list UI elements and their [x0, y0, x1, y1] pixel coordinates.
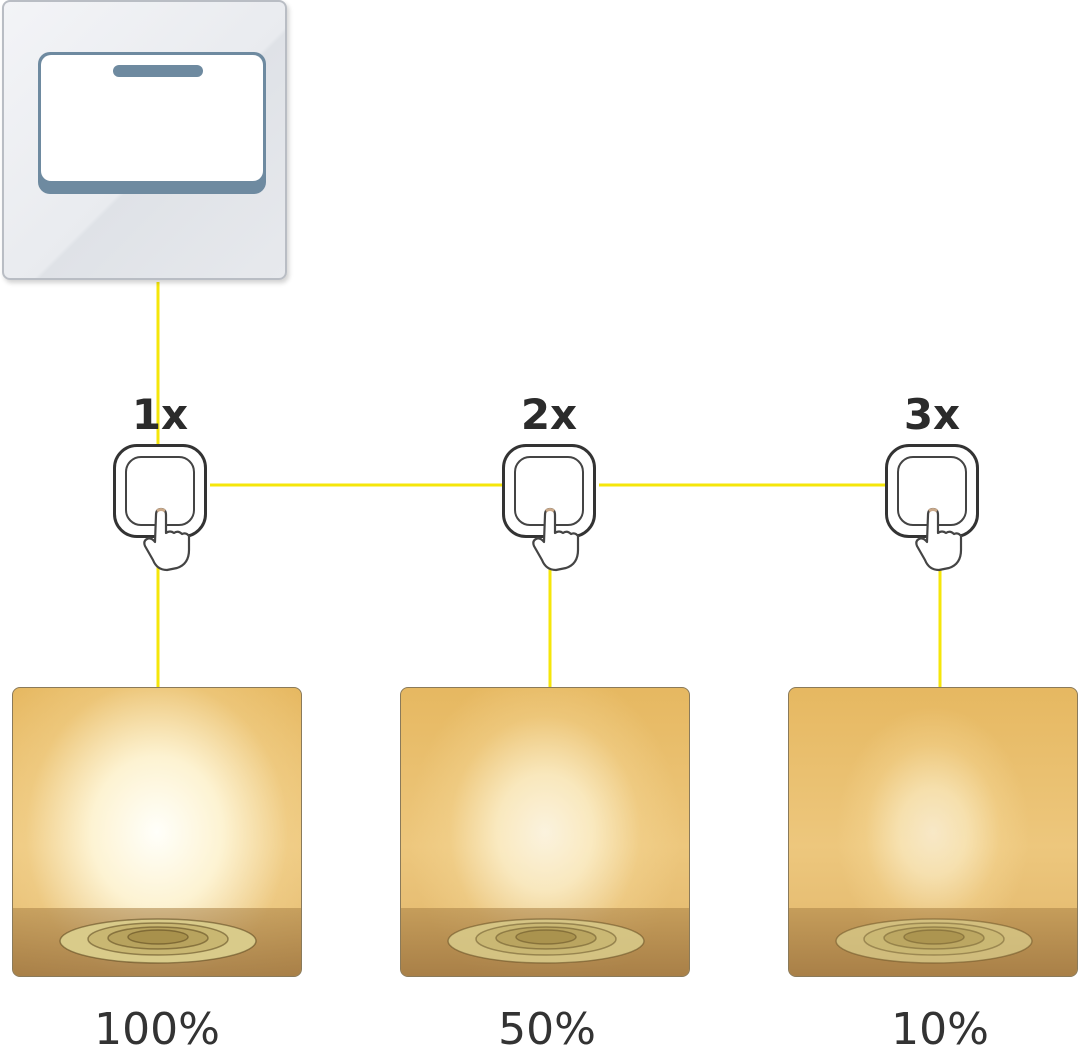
press-label-2: 2x	[520, 390, 578, 439]
lamp-panel-50	[400, 687, 690, 977]
lamp-panel-10	[788, 687, 1078, 977]
brightness-label-3: 10%	[891, 1004, 989, 1055]
pointing-hand-icon	[143, 507, 191, 572]
downlight-icon	[447, 918, 645, 964]
press-label-3: 3x	[903, 390, 961, 439]
pointing-hand-icon	[915, 507, 963, 572]
lamp-panel-100	[12, 687, 302, 977]
push-button-icon	[885, 444, 979, 538]
pointing-hand-icon	[532, 507, 580, 572]
downlight-icon	[59, 918, 257, 964]
press-label-1: 1x	[131, 390, 189, 439]
brightness-label-1: 100%	[94, 1004, 220, 1055]
rocker-indicator	[113, 65, 203, 77]
downlight-icon	[835, 918, 1033, 964]
brightness-label-2: 50%	[498, 1004, 596, 1055]
